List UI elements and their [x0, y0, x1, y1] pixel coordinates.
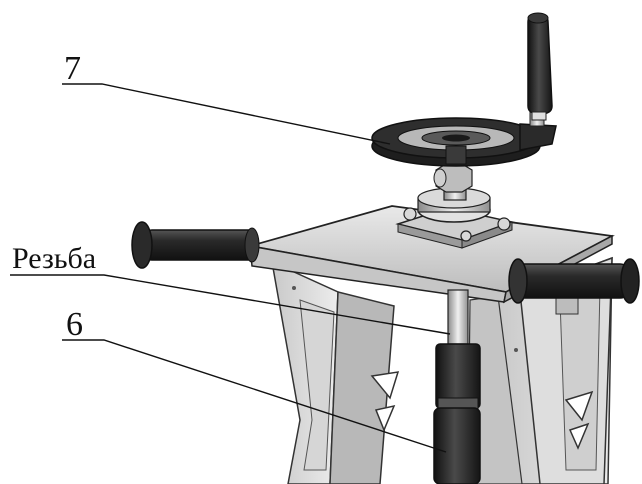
bearing-housing: [395, 187, 515, 249]
callout-label-6: 6: [66, 306, 83, 343]
handwheel: [371, 117, 557, 167]
callout-label-thread: Резьба: [12, 242, 97, 275]
handlebar-grips: [131, 221, 640, 304]
callout-label-7: 7: [64, 50, 81, 87]
leader-line-thread: [10, 274, 451, 335]
tube-assembly: [433, 289, 481, 484]
leader-line-6: [62, 339, 447, 453]
screw-shaft: [433, 159, 473, 201]
crank-handle: [527, 12, 553, 127]
leader-line-7: [62, 83, 391, 145]
leader-lines: [10, 83, 451, 453]
